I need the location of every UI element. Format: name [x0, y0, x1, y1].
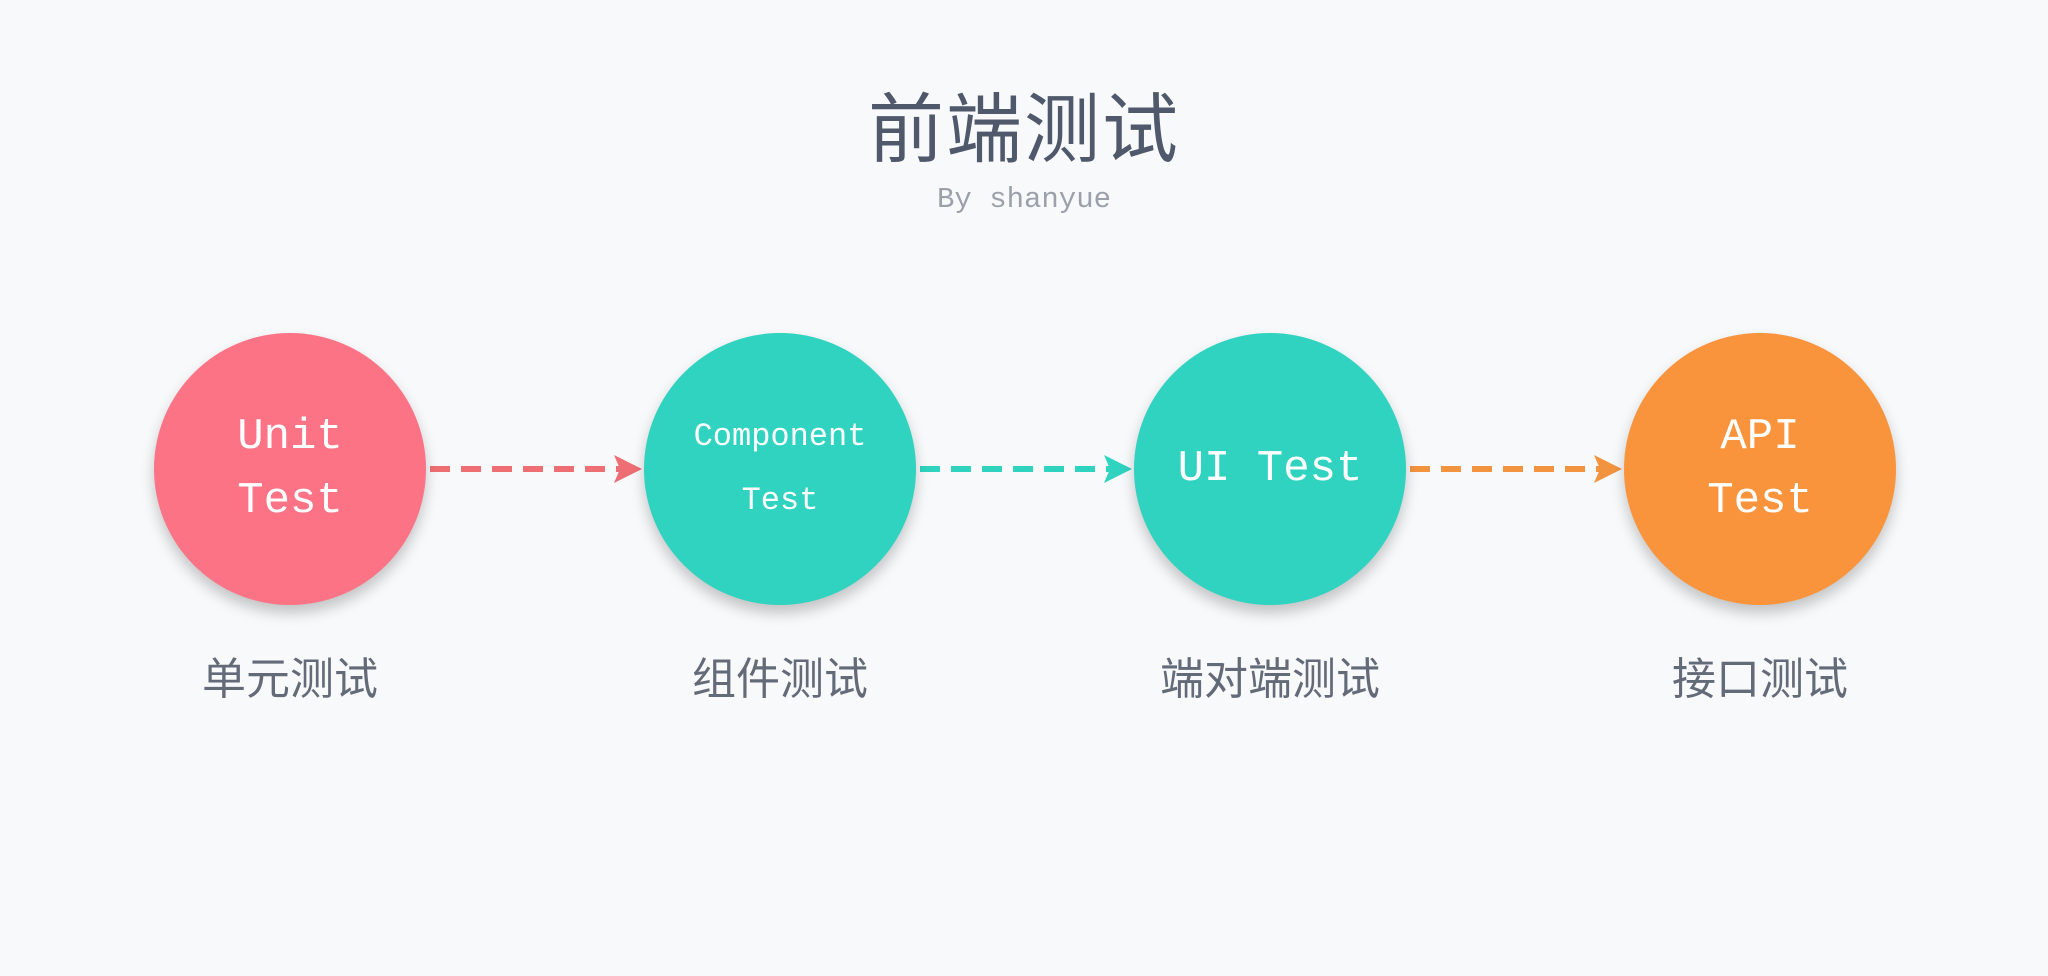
unit-to-component-arrow — [430, 455, 642, 483]
unit-test-node: Unit Test — [154, 333, 426, 605]
unit-test-caption: 单元测试 — [202, 654, 378, 705]
component-to-ui-arrow — [920, 455, 1132, 483]
arrow-head-icon — [1594, 455, 1622, 483]
arrow-head-icon — [614, 455, 642, 483]
page-title: 前端测试 — [868, 85, 1180, 174]
api-test-label: API Test — [1707, 412, 1813, 526]
component-test-node: Component Test — [644, 333, 916, 605]
arrow-head-icon — [1104, 455, 1132, 483]
unit-test-label: Unit Test — [237, 412, 343, 526]
api-test-caption: 接口测试 — [1672, 654, 1848, 705]
component-test-caption: 组件测试 — [692, 654, 868, 705]
component-test-label: Component Test — [693, 418, 867, 519]
api-test-node: API Test — [1624, 333, 1896, 605]
ui-test-label: UI Test — [1177, 444, 1363, 494]
ui-test-caption: 端对端测试 — [1160, 654, 1380, 705]
ui-test-node: UI Test — [1134, 333, 1406, 605]
ui-to-api-arrow — [1410, 455, 1622, 483]
page-subtitle: By shanyue — [936, 183, 1112, 216]
